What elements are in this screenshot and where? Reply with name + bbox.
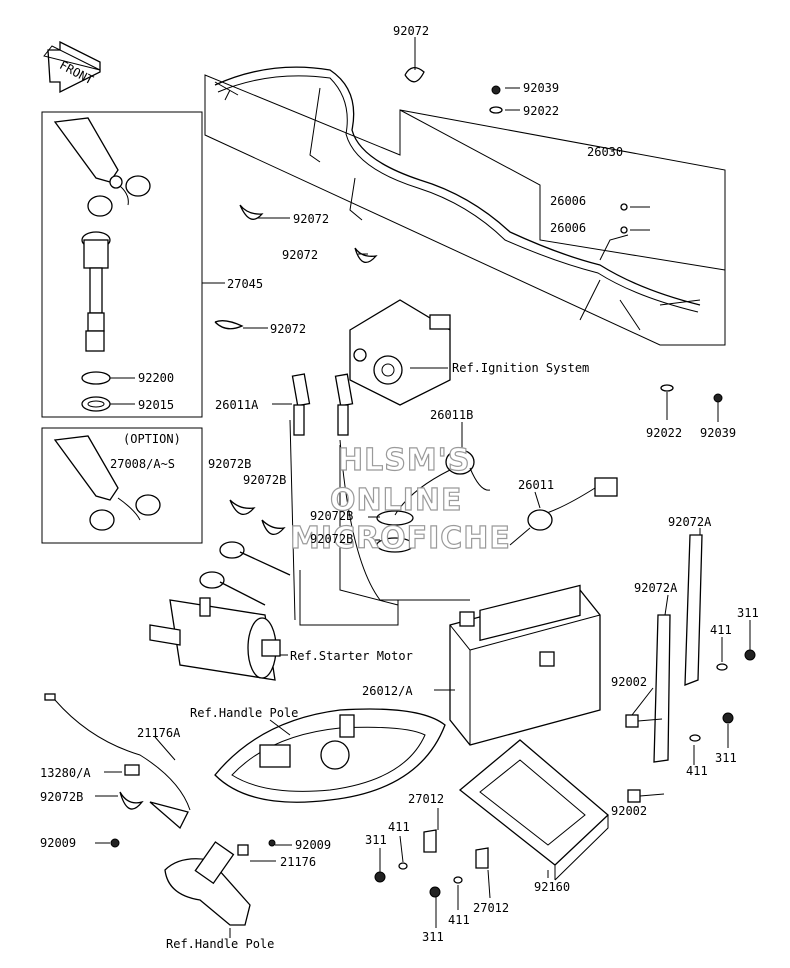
handle-pole-lower-icon: [164, 841, 251, 926]
part-label: 92072: [270, 322, 306, 336]
option-label: (OPTION): [123, 432, 181, 446]
part-label: 92160: [534, 880, 570, 894]
part-label: 21176A: [137, 726, 181, 740]
key-set-box: [41, 111, 203, 418]
battery-tray-icon: [458, 739, 609, 881]
part-label: 21176: [280, 855, 316, 869]
part-label: 411: [388, 820, 410, 834]
part-label: 92072A: [634, 581, 678, 595]
part-label: 92022: [646, 426, 682, 440]
ref-starter-motor: Ref.Starter Motor: [290, 649, 413, 663]
ref-handle-pole-top: Ref.Handle Pole: [190, 706, 298, 720]
part-label: 92072: [282, 248, 318, 262]
option-key-icon: [53, 435, 161, 531]
nut-92015-icon: [81, 396, 111, 412]
starter-motor-icon: [149, 597, 281, 681]
part-label: 27012: [473, 901, 509, 915]
part-label: 411: [686, 764, 708, 778]
battery-strap-icon: [653, 534, 703, 763]
part-label: 311: [715, 751, 737, 765]
part-label: 92002: [611, 804, 647, 818]
clamp-icon: [119, 67, 425, 810]
part-label: 311: [422, 930, 444, 944]
front-arrow-icon: [43, 40, 101, 94]
part-26006-icon: [620, 203, 628, 211]
part-label: 92072B: [40, 790, 83, 804]
part-label: 92039: [523, 81, 559, 95]
handle-pole-icon: [214, 708, 446, 803]
watermark-line-2: ONLINE: [330, 483, 463, 518]
ignition-switch-icon: [81, 231, 111, 352]
watermark-line-3: MICROFICHE: [290, 521, 511, 556]
battery-icon: [449, 584, 601, 746]
part-label: 26011B: [430, 408, 473, 422]
ignition-coil-icon: [349, 299, 451, 406]
part-label: 311: [365, 833, 387, 847]
bolt-92039-icon: [491, 85, 501, 95]
part-label: 92200: [138, 371, 174, 385]
part-label: 92002: [611, 675, 647, 689]
sensor-lead-21176A-icon: [44, 693, 191, 830]
part-label: 92009: [40, 836, 76, 850]
part-label: 27045: [227, 277, 263, 291]
part-label: 92022: [523, 104, 559, 118]
plug-cap-icon: [334, 373, 354, 436]
bracket-27012-icon: [423, 829, 489, 869]
part-label: 26030: [587, 145, 623, 159]
part-label: 92072A: [668, 515, 712, 529]
part-label: 92072: [293, 212, 329, 226]
part-label: 92072B: [310, 532, 353, 546]
option-box: [41, 427, 203, 544]
part-label: 26011: [518, 478, 554, 492]
lead-26011B-icon: [394, 449, 491, 516]
part-label: 27008/A~S: [110, 457, 175, 471]
harness-frame: [204, 74, 726, 346]
part-label: 92072B: [208, 457, 251, 471]
part-label: 92015: [138, 398, 174, 412]
washer-92022-icon: [489, 106, 503, 114]
lead-26011-icon: [509, 477, 618, 546]
leader-lines: [95, 37, 751, 938]
plug-cap-26011A-icon: [291, 373, 311, 436]
part-label: 92072B: [243, 473, 286, 487]
part-label: 311: [737, 606, 759, 620]
part-label: 92072B: [310, 509, 353, 523]
key-icon: [53, 117, 151, 217]
part-label: 26006: [550, 194, 586, 208]
part-label: 13280/A: [40, 766, 91, 780]
part-label: 411: [710, 623, 732, 637]
part-label: 411: [448, 913, 470, 927]
ref-ignition-system: Ref.Ignition System: [452, 361, 589, 375]
part-label: 26006: [550, 221, 586, 235]
watermark-line-1: HLSM'S: [338, 443, 470, 478]
part-label: 92009: [295, 838, 331, 852]
starter-cable-icon: [199, 541, 291, 606]
ref-handle-pole-bottom: Ref.Handle Pole: [166, 937, 274, 951]
part-label: 92072: [393, 24, 429, 38]
part-label: 26012/A: [362, 684, 413, 698]
washer-92200-icon: [81, 371, 111, 385]
part-label: 27012: [408, 792, 444, 806]
main-harness-icon: [214, 66, 701, 331]
part-label: 92039: [700, 426, 736, 440]
part-label: 26011A: [215, 398, 259, 412]
